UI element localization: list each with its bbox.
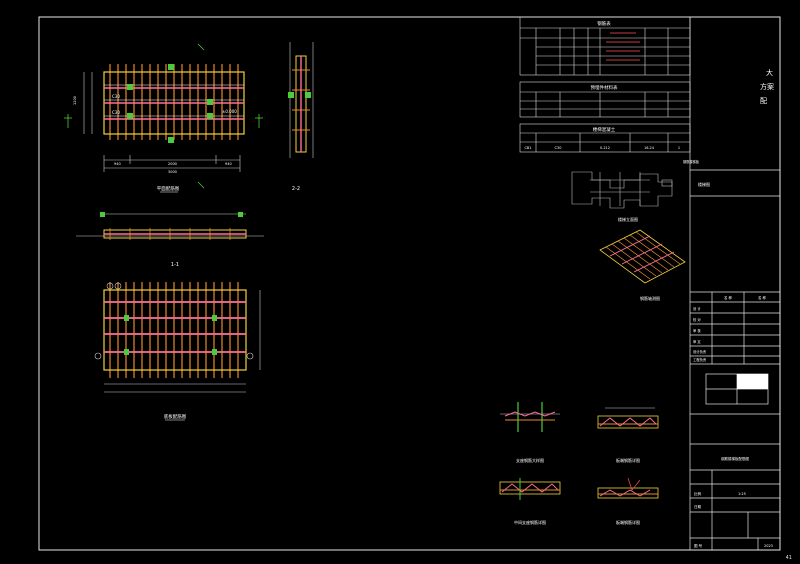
project-label: 楼梯图 <box>698 181 710 187</box>
detail-c-caption: 中间支座钢筋详图 <box>514 519 546 525</box>
company-line-3: 配 <box>760 97 767 105</box>
svg-text:1200: 1200 <box>73 96 77 105</box>
page-number: 41 <box>785 555 792 561</box>
revision-note: 钢筋楼梯板 <box>683 159 700 164</box>
elevation-caption: 楼梯立面图 <box>618 216 638 222</box>
svg-text:C30: C30 <box>112 94 120 99</box>
detail-a <box>500 402 560 432</box>
detail-b-caption: 板端钢筋详图 <box>616 457 640 463</box>
drawing-no-value: 2023 <box>764 544 773 548</box>
row-label-3: 审 核 <box>693 328 701 333</box>
material-table <box>519 81 691 118</box>
material-table-title: 预埋件材料表 <box>591 84 618 91</box>
detail-b <box>597 407 659 429</box>
rebar-table-title: 钢筋表 <box>597 20 611 27</box>
title-block-swatch <box>737 374 768 389</box>
row-label-4: 审 定 <box>693 339 701 344</box>
plan-bottom-caption: 底板配筋图 <box>164 413 187 420</box>
sheet-border <box>38 16 781 551</box>
plan-bottom-view <box>94 282 261 393</box>
scale-label: 比例 <box>694 491 702 496</box>
summary-cell-id: CB1 <box>524 146 531 150</box>
row-label-6: 工程负责 <box>693 357 707 362</box>
plan-top-view: C30 C30 ±0.000 940 2000 940 3000 1200 <box>64 43 263 189</box>
row-label-5: 设计负责 <box>693 349 707 354</box>
row-label-1: 设 计 <box>693 306 701 311</box>
scale-value: 1:25 <box>738 492 746 496</box>
summary-cell-volume: 0.212 <box>600 146 610 150</box>
axon-caption: 钢筋轴测图 <box>640 295 660 301</box>
detail-d-caption: 板端钢筋详图 <box>616 519 640 525</box>
drawing-no-label: 图 号 <box>694 543 703 548</box>
title-block <box>689 17 780 550</box>
col-header-1: 名 称 <box>724 295 733 300</box>
svg-text:940: 940 <box>225 162 232 166</box>
detail-a-caption: 支座钢筋大样图 <box>516 457 544 463</box>
summary-cell-concrete: C30 <box>555 146 562 150</box>
date-label: 日期 <box>694 504 702 509</box>
sheet-title: 钢筋楼梯板配筋图 <box>721 456 749 461</box>
svg-text:2000: 2000 <box>168 162 177 166</box>
col-header-2: 名 称 <box>758 295 767 300</box>
rebar-table <box>519 16 691 76</box>
svg-text:940: 940 <box>114 162 121 166</box>
plan-top-caption: 平面配筋图 <box>157 185 180 192</box>
detail-d <box>597 477 659 499</box>
section-1-1 <box>76 212 264 240</box>
svg-text:C30: C30 <box>112 110 120 115</box>
stair-elevation <box>571 171 673 209</box>
summary-table-title: 楼梯混凝土 <box>593 126 616 133</box>
section-2-2-caption: 2-2 <box>292 186 300 192</box>
rebar-axonometric <box>599 229 686 284</box>
summary-cell-qty: 1 <box>678 146 680 150</box>
section-1-1-caption: 1-1 <box>171 262 179 268</box>
detail-c <box>499 478 561 500</box>
row-label-2: 校 对 <box>693 317 701 322</box>
company-line-1: 大 <box>766 68 773 77</box>
company-line-2: 方案 <box>760 82 774 91</box>
summary-cell-weight: 16.24 <box>644 146 655 150</box>
svg-text:±0.000: ±0.000 <box>222 109 237 114</box>
section-2-2 <box>288 42 314 158</box>
svg-text:3000: 3000 <box>168 170 177 174</box>
